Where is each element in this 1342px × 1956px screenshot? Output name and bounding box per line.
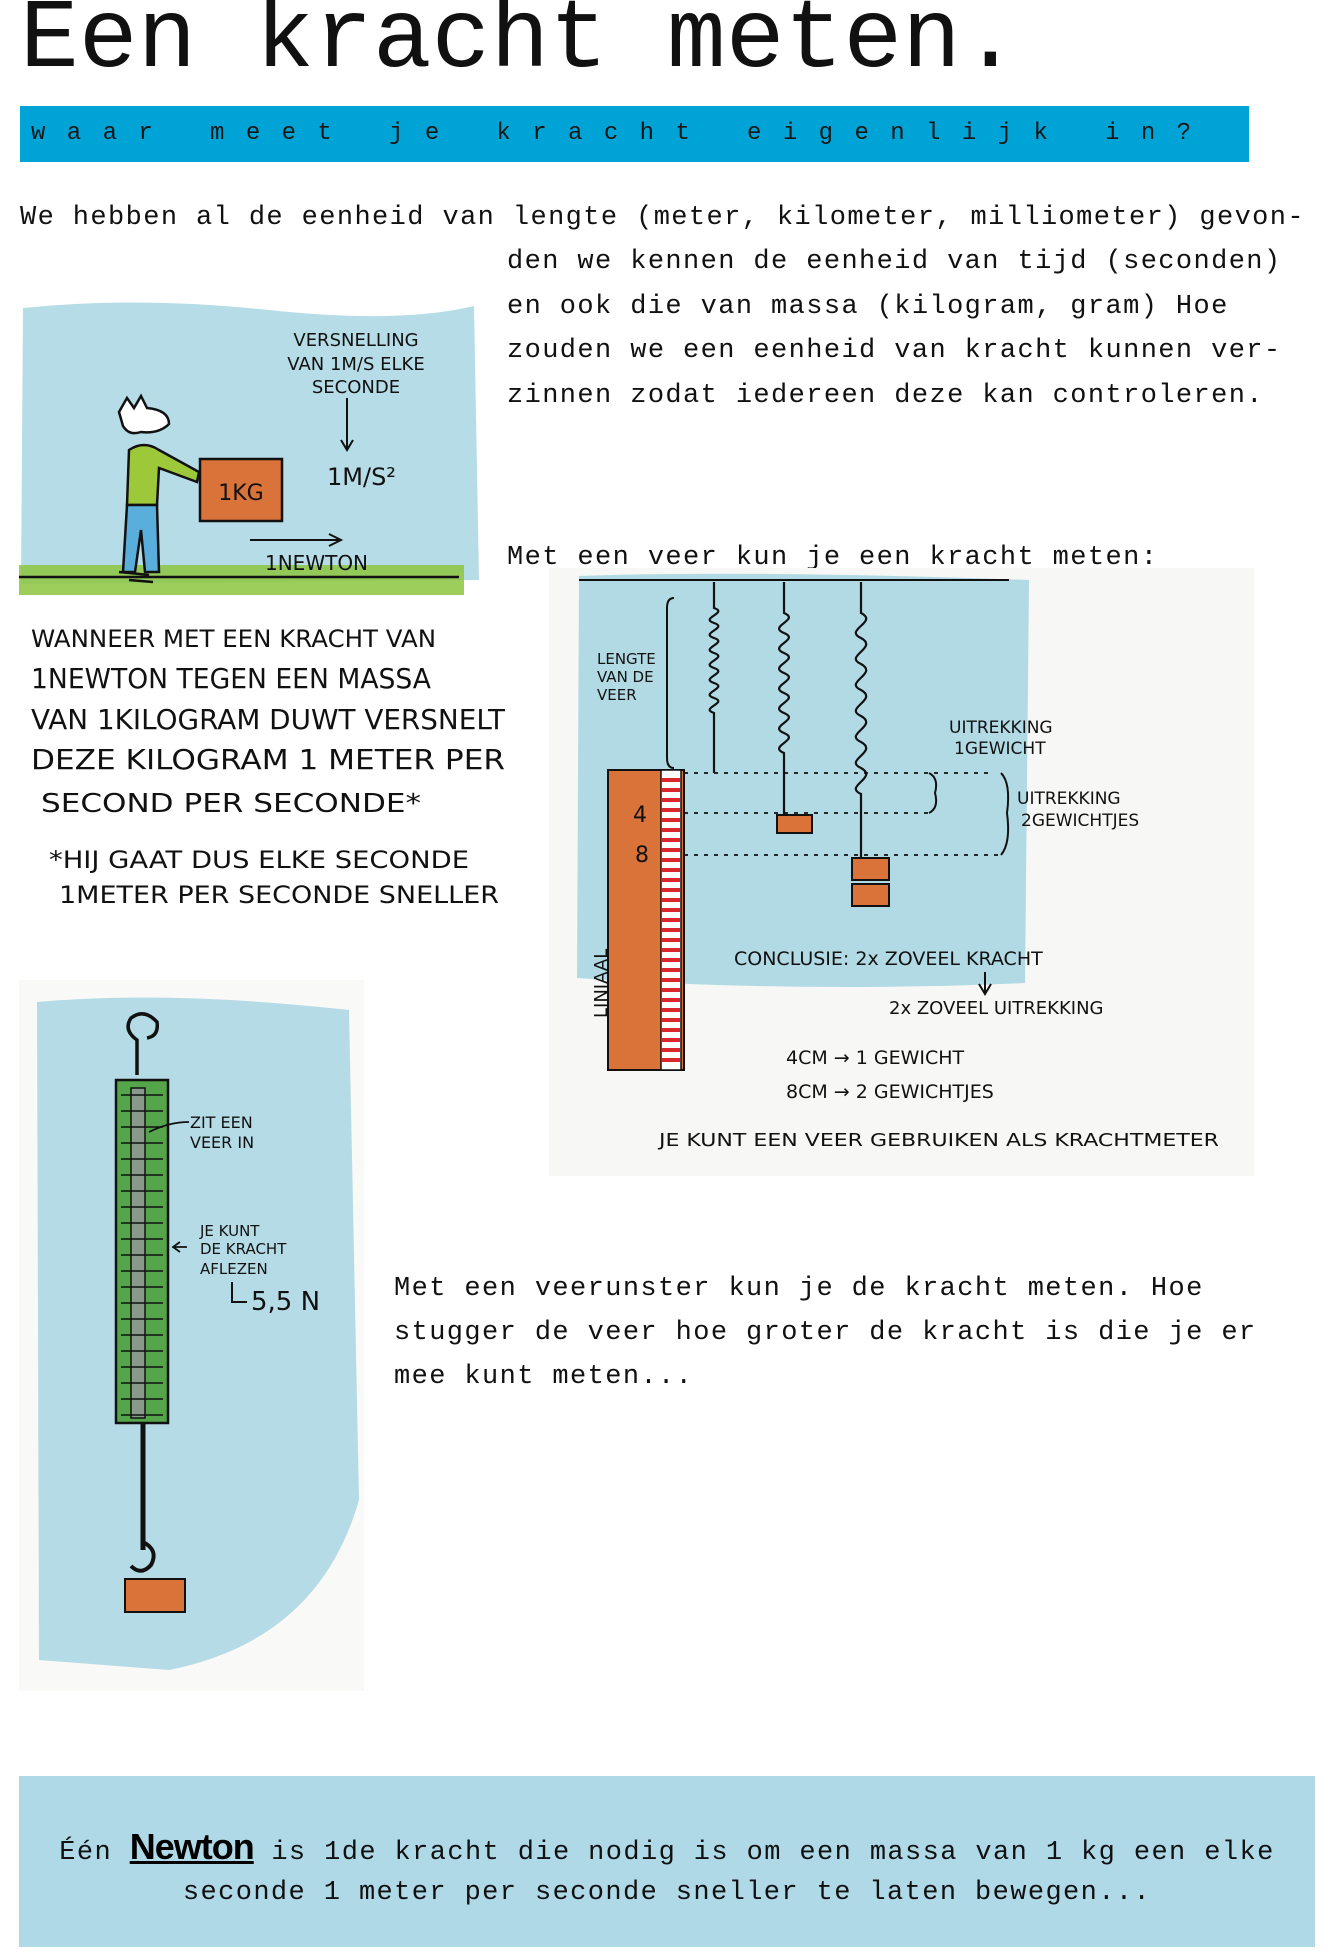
ruler-tick — [662, 918, 680, 922]
ruler-tick — [662, 908, 680, 912]
ruler-tick — [662, 1028, 680, 1032]
accel-label: SECONDE — [312, 377, 400, 398]
ruler-tick — [662, 888, 680, 892]
ruler-tick — [662, 978, 680, 982]
extension-label: UITREKKING — [1017, 789, 1121, 809]
ruler-tick — [662, 1018, 680, 1022]
extension-label: 2GEWICHTJES — [1021, 811, 1139, 831]
ruler-tick — [662, 778, 680, 782]
result-line: 8CM → 2 GEWICHTJES — [786, 1081, 994, 1103]
push-mass-illustration: 1KG VERSNELLING VAN 1M/S ELKE SECONDE 1M… — [19, 302, 505, 909]
definition-box: Één Newton is 1de kracht die nodig is om… — [19, 1776, 1315, 1947]
weight-block — [851, 857, 890, 881]
veerunster-line: mee kunt meten... — [394, 1362, 694, 1392]
ruler-tick — [662, 1008, 680, 1012]
ruler-tick — [662, 1038, 680, 1042]
person-icon — [117, 393, 201, 584]
definition-line-2: seconde 1 meter per seconde sneller te l… — [182, 1878, 1152, 1908]
extension-label: 1GEWICHT — [954, 739, 1046, 759]
final-conclusion: JE KUNT EEN VEER GEBRUIKEN ALS KRACHTMET… — [658, 1130, 1219, 1151]
caption-line: *HIJ GAAT DUS ELKE SECONDE — [49, 846, 469, 874]
newton-term: Newton — [129, 1826, 255, 1867]
ruler-tick — [662, 988, 680, 992]
ruler-tick — [662, 998, 680, 1002]
arrow-left-icon — [171, 1241, 187, 1253]
spring-icon — [708, 582, 868, 858]
ruler-tick — [662, 808, 680, 812]
read-label: DE KRACHT — [200, 1240, 287, 1258]
ruler-tick — [662, 898, 680, 902]
ruler — [607, 769, 685, 1071]
subtitle: waar meet je kracht eigenlijk in? — [31, 120, 1213, 147]
springs-illustration: 4 8 LINIAAL LENGTE VAN DE VEER UITREKKIN… — [549, 568, 1254, 1176]
ruler-tick — [662, 838, 680, 842]
caption-line: VAN 1KILOGRAM DUWT VERSNELT — [31, 703, 505, 736]
caption-line: 1NEWTON TEGEN EEN MASSA — [31, 662, 431, 695]
length-label: VAN DE — [597, 668, 654, 686]
length-label: LENGTE — [597, 650, 656, 668]
extension-label: UITREKKING — [949, 718, 1053, 738]
mass-block — [198, 457, 284, 523]
result-line: 4CM → 1 GEWICHT — [786, 1047, 965, 1069]
ruler-tick — [662, 948, 680, 952]
intro-line: We hebben al de eenheid van lengte (mete… — [20, 203, 1305, 233]
ruler-tick — [662, 828, 680, 832]
hook-icon — [126, 1012, 160, 1075]
ruler-tick — [662, 818, 680, 822]
arrow-down-icon — [978, 972, 992, 996]
intro-line: zouden we een eenheid van kracht kunnen … — [507, 336, 1282, 366]
accel-value: 1M/S² — [327, 463, 396, 491]
length-label: VEER — [597, 686, 637, 704]
grass — [19, 565, 464, 595]
read-label: AFLEZEN — [200, 1260, 268, 1278]
weight-block — [851, 883, 890, 907]
intro-line: en ook die van massa (kilogram, gram) Ho… — [507, 292, 1229, 322]
ruler-tick — [662, 958, 680, 962]
caption-line: 1METER PER SECONDE SNELLER — [59, 881, 499, 909]
arrow-right-icon — [250, 533, 344, 547]
ruler-tick — [662, 1058, 680, 1062]
ruler-tick — [662, 858, 680, 862]
definition-line-1: Één Newton is 1de kracht die nodig is om… — [19, 1826, 1315, 1868]
ruler-tick — [662, 788, 680, 792]
ruler-tick — [662, 848, 680, 852]
ruler-tick — [662, 928, 680, 932]
definition-prefix: Één — [59, 1838, 113, 1868]
intro-line: den we kennen de eenheid van tijd (secon… — [507, 247, 1282, 277]
page-title: Een kracht meten. — [20, 0, 1020, 96]
weight-block — [776, 814, 813, 834]
hook-icon — [129, 1540, 156, 1573]
accel-label: VAN 1M/S ELKE — [287, 354, 424, 375]
ruler-tick — [662, 968, 680, 972]
ruler-tick — [662, 938, 680, 942]
caption-line: DEZE KILOGRAM 1 METER PER — [31, 743, 505, 776]
reading-value: 5,5 N — [251, 1287, 320, 1317]
ruler-mark: 4 — [633, 803, 647, 828]
ruler-tick — [662, 1048, 680, 1052]
ruler-tick — [662, 868, 680, 872]
ruler-label: LINIAAL — [591, 949, 612, 1018]
conclusion-result: 2x ZOVEEL UITREKKING — [889, 998, 1104, 1019]
veerunster-line: Met een veerunster kun je de kracht mete… — [394, 1274, 1204, 1304]
arrow-down-icon — [340, 398, 354, 452]
ruler-mark: 8 — [635, 843, 649, 868]
mass-label: 1KG — [218, 481, 263, 506]
definition-text: is 1de kracht die nodig is om een massa … — [271, 1838, 1275, 1868]
veerunster-line: stugger de veer hoe groter de kracht is … — [394, 1318, 1257, 1348]
conclusion-text: CONCLUSIE: 2x ZOVEEL KRACHT — [734, 948, 1043, 970]
ruler-tick — [662, 798, 680, 802]
weight-block — [124, 1578, 186, 1613]
intro-line: zinnen zodat iedereen deze kan controler… — [507, 381, 1264, 411]
caption-line: WANNEER MET EEN KRACHT VAN — [31, 625, 436, 653]
spring-label: ZIT EEN — [190, 1113, 253, 1132]
subtitle-banner: waar meet je kracht eigenlijk in? — [20, 106, 1249, 162]
accel-label: VERSNELLING — [293, 330, 418, 351]
spring-label: VEER IN — [190, 1133, 254, 1152]
spring-scale-illustration: ZIT EEN VEER IN JE KUNT DE KRACHT AFLEZE… — [19, 980, 364, 1691]
read-label: JE KUNT — [199, 1222, 260, 1240]
ruler-tick — [662, 878, 680, 882]
force-label: 1NEWTON — [265, 551, 368, 575]
caption-line: SECOND PER SECONDE* — [41, 789, 421, 819]
